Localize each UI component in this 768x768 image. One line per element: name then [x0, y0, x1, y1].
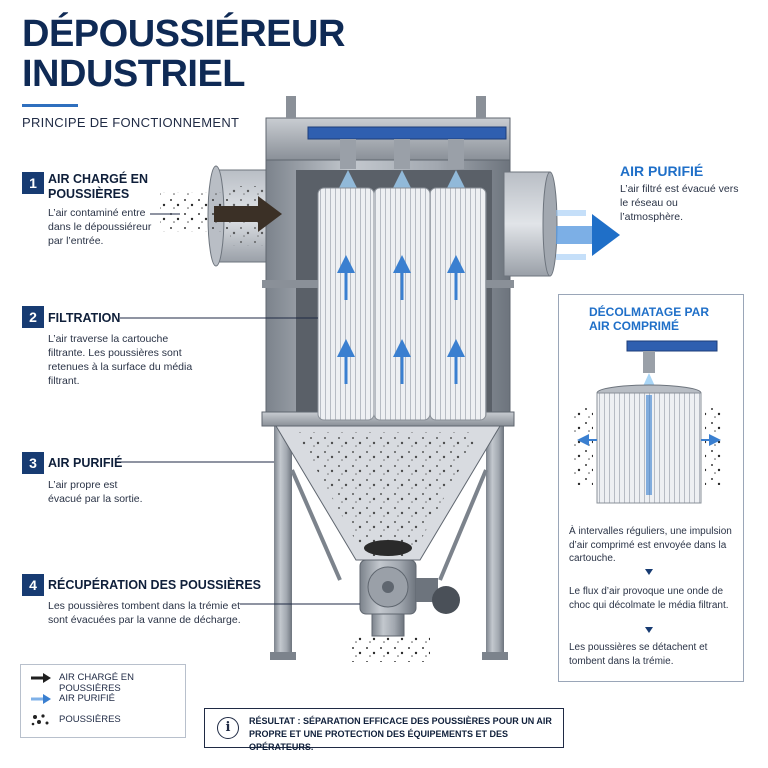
step-title-3: AIR PURIFIÉ	[48, 456, 123, 470]
pulse-cleaning-panel: DÉCOLMATAGE PAR AIR COMPRIMÉ À intervall…	[558, 294, 744, 682]
panel-item-1: À intervalles réguliers, une impulsion d…	[569, 526, 732, 564]
info-icon: i	[217, 717, 239, 739]
step-number-4: 4	[22, 574, 44, 596]
step-title-2: FILTRATION	[48, 311, 121, 325]
step-body-4: Les poussières tombent dans la trémie et…	[48, 600, 241, 626]
dark-arrow-icon	[31, 673, 51, 683]
step-number-1: 1	[22, 172, 44, 194]
outlet-duct	[503, 171, 558, 277]
step-body-2: L’air traverse la cartouche filtrante. L…	[48, 333, 193, 387]
step-number-3: 3	[22, 452, 44, 474]
page-subtitle: PRINCIPE DE FONCTIONNEMENT	[22, 115, 240, 130]
compressed-air-header	[307, 126, 507, 190]
result-text: RÉSULTAT : SÉPARATION EFFICACE DES POUSS…	[249, 716, 552, 752]
legend: AIR CHARGÉ EN POUSSIÈRES AIR PURIFIÉ POU…	[20, 664, 186, 738]
page-title: DÉPOUSSIÉREUR INDUSTRIEL	[22, 13, 345, 95]
step-title-1: AIR CHARGÉ EN POUSSIÈRES	[48, 172, 149, 201]
result-box: i RÉSULTAT : SÉPARATION EFFICACE DES POU…	[204, 708, 564, 752]
panel-title: DÉCOLMATAGE PAR AIR COMPRIMÉ	[589, 305, 709, 333]
step-body-1: L’air contaminé entre dans le dépoussiér…	[48, 207, 152, 247]
legend-label-dust: POUSSIÈRES	[59, 714, 121, 725]
panel-item-2: Le flux d’air provoque une onde de choc …	[569, 586, 729, 611]
title-rule	[22, 104, 78, 107]
legend-label-dirty-air: AIR CHARGÉ EN POUSSIÈRES	[59, 672, 134, 694]
dust-hopper	[275, 425, 501, 561]
down-triangle-icon	[645, 569, 653, 575]
panel-item-3: Les poussières se détachent et tombent d…	[569, 642, 708, 667]
support-legs	[270, 420, 508, 660]
legend-label-clean-air: AIR PURIFIÉ	[59, 693, 115, 704]
rotary-discharge-valve	[350, 559, 460, 662]
step-title-4: RÉCUPÉRATION DES POUSSIÈRES	[48, 578, 262, 592]
outlet-body: L’air filtré est évacué vers le réseau o…	[620, 183, 739, 223]
dirty-air-arrow	[160, 192, 282, 232]
down-triangle-icon	[645, 627, 653, 633]
step-number-2: 2	[22, 306, 44, 328]
blue-arrow-icon	[31, 694, 51, 704]
outlet-title: AIR PURIFIÉ	[620, 163, 704, 179]
step-body-3: L’air propre est évacué par la sortie.	[48, 479, 143, 505]
cleaning-detail-illustration	[573, 340, 725, 504]
dust-dots-icon	[31, 714, 49, 726]
filter-cartridges	[317, 187, 487, 421]
clean-air-arrow	[556, 210, 620, 260]
